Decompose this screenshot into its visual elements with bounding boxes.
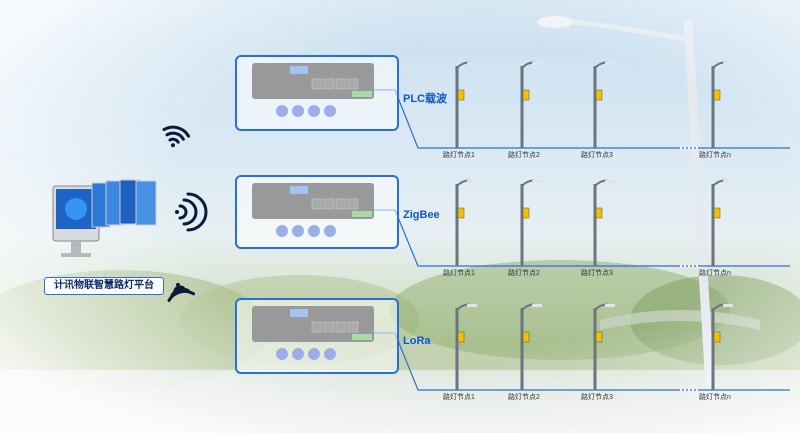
lamp-head bbox=[605, 62, 615, 65]
platform-monitor-icon bbox=[52, 179, 157, 257]
lamp-controller bbox=[595, 331, 603, 343]
lamp-controller bbox=[713, 207, 721, 219]
node-label: 路灯节点1 bbox=[443, 270, 475, 277]
lamp-controller bbox=[522, 331, 530, 343]
node-label: 路灯节点2 bbox=[508, 394, 540, 401]
lamp-controller bbox=[595, 207, 603, 219]
node-label: 路灯节点n bbox=[699, 270, 731, 277]
lamp-head bbox=[532, 180, 542, 183]
lamp-controller bbox=[457, 331, 465, 343]
node-label: 路灯节点3 bbox=[581, 152, 613, 159]
lamp-head bbox=[723, 180, 733, 183]
node-label: 路灯节点n bbox=[699, 394, 731, 401]
lamp-head bbox=[723, 62, 733, 65]
platform-label: 计讯物联智慧路灯平台 bbox=[44, 277, 164, 295]
lamp-controller bbox=[713, 89, 721, 101]
lamp-head bbox=[467, 180, 477, 183]
wireless-signal-icon bbox=[175, 192, 208, 232]
lamp-controller bbox=[595, 89, 603, 101]
wireless-signal-icon bbox=[162, 125, 191, 148]
node-label: 路灯节点2 bbox=[508, 270, 540, 277]
lamp-controller bbox=[522, 89, 530, 101]
lamp-head bbox=[605, 304, 615, 307]
lamp-head bbox=[532, 304, 542, 307]
protocol-label-plc: PLC载波 bbox=[403, 93, 447, 105]
node-label: 路灯节点1 bbox=[443, 152, 475, 159]
lamp-head bbox=[467, 304, 477, 307]
node-label: 路灯节点1 bbox=[443, 394, 475, 401]
lamp-head bbox=[723, 304, 733, 307]
lamp-head bbox=[605, 180, 615, 183]
node-label: 路灯节点3 bbox=[581, 394, 613, 401]
lamp-head bbox=[467, 62, 477, 65]
wireless-signal-icon bbox=[167, 282, 196, 302]
node-label: 路灯节点3 bbox=[581, 270, 613, 277]
protocol-label-zigbee: ZigBee bbox=[403, 209, 440, 221]
protocol-label-lora: LoRa bbox=[403, 335, 431, 347]
node-label: 路灯节点n bbox=[699, 152, 731, 159]
lamp-controller bbox=[457, 89, 465, 101]
gateway-box-zigbee bbox=[235, 175, 399, 249]
node-label: 路灯节点2 bbox=[508, 152, 540, 159]
lamp-controller bbox=[457, 207, 465, 219]
lamp-head bbox=[532, 62, 542, 65]
gateway-box-plc bbox=[235, 55, 399, 131]
gateway-box-lora bbox=[235, 298, 399, 374]
bus-line bbox=[374, 332, 790, 391]
lamp-controller bbox=[522, 207, 530, 219]
lamp-controller bbox=[713, 331, 721, 343]
